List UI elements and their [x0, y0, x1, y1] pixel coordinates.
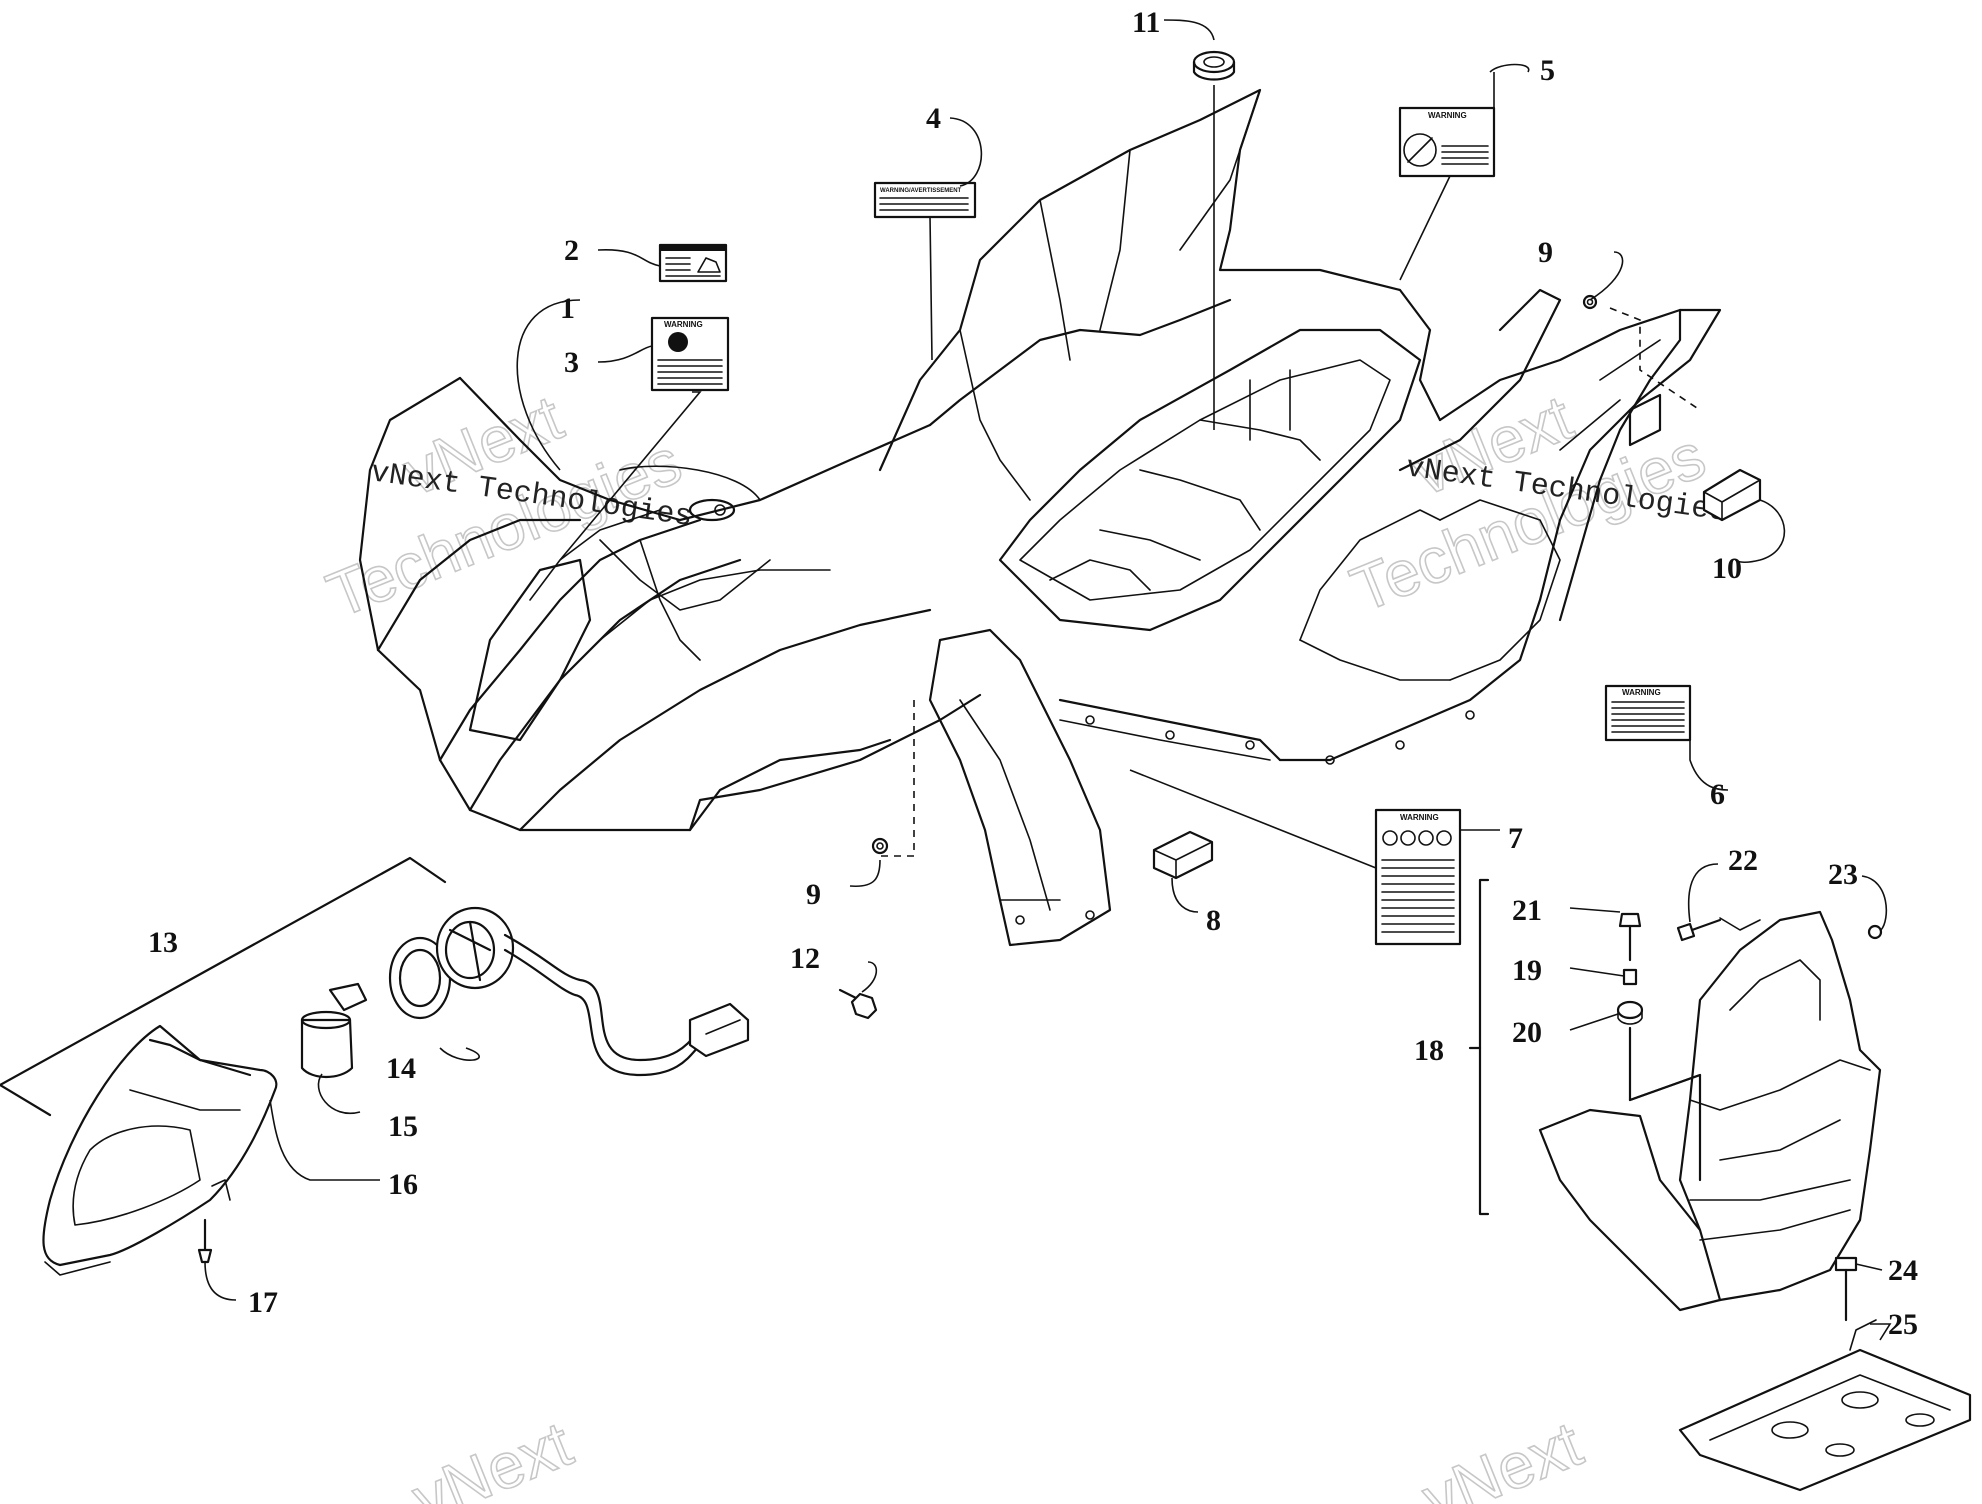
callout-11: 11: [1132, 6, 1160, 39]
callout-10: 10: [1712, 552, 1742, 585]
callout-9a: 9: [806, 878, 821, 911]
bolt-12: [838, 988, 878, 1020]
callout-7: 7: [1508, 822, 1523, 855]
watermark-left: vNext Technologies vNext Technologies: [317, 380, 695, 632]
watermark-bottom: vNext vNext: [402, 1407, 1592, 1504]
body-panel: [358, 88, 1722, 947]
callout-25: 25: [1888, 1308, 1918, 1341]
callout-24: 24: [1888, 1254, 1918, 1287]
callout-4: 4: [926, 102, 941, 135]
callouts: 1 2 3 4 5 6 7 8 9 9 10 11 12 13 14 15 16…: [148, 6, 1918, 1341]
decal-3: WARNING: [650, 316, 730, 392]
plug-10: [1702, 468, 1762, 522]
nut-9a: [871, 837, 889, 855]
callout-6: 6: [1710, 778, 1725, 811]
callout-1: 1: [560, 292, 575, 325]
callout-21: 21: [1512, 894, 1542, 927]
callout-13: 13: [148, 926, 178, 959]
callout-17: 17: [248, 1286, 278, 1319]
callout-16: 16: [388, 1168, 418, 1201]
decal-4: WARNING/AVERTISSEMENT: [873, 181, 977, 219]
decal-2: [658, 243, 728, 283]
callout-12: 12: [790, 942, 820, 975]
callout-9b: 9: [1538, 236, 1553, 269]
callout-20: 20: [1512, 1016, 1542, 1049]
callout-5: 5: [1540, 54, 1555, 87]
decal-7: WARNING: [1374, 808, 1462, 946]
decal-7-warning: WARNING: [1400, 813, 1439, 822]
decal-4-warning: WARNING/AVERTISSEMENT: [880, 188, 962, 194]
watermark-word: vNext: [1413, 1407, 1592, 1504]
callout-19: 19: [1512, 954, 1542, 987]
callout-2: 2: [564, 234, 579, 267]
decal-5-warning: WARNING: [1428, 111, 1467, 120]
decal-6: WARNING: [1604, 684, 1692, 742]
headlight-assembly: [0, 856, 750, 1276]
grommet-11: [1192, 50, 1236, 430]
callout-23: 23: [1828, 858, 1858, 891]
footwell-assembly: [1468, 878, 1972, 1492]
watermark-right: vNext Technologies vNext Technologies: [1341, 380, 1730, 626]
callout-8: 8: [1206, 904, 1221, 937]
plug-8: [1152, 830, 1214, 880]
watermark-word: vNext: [403, 1407, 582, 1504]
callout-22: 22: [1728, 844, 1758, 877]
callout-15: 15: [388, 1110, 418, 1143]
leader-lines: [204, 19, 1892, 1341]
decal-6-warning: WARNING: [1622, 688, 1661, 697]
decal-5: WARNING: [1398, 106, 1496, 178]
decal-3-warning: WARNING: [664, 320, 703, 329]
callout-18: 18: [1414, 1034, 1444, 1067]
callout-14: 14: [386, 1052, 416, 1085]
callout-3: 3: [564, 346, 579, 379]
